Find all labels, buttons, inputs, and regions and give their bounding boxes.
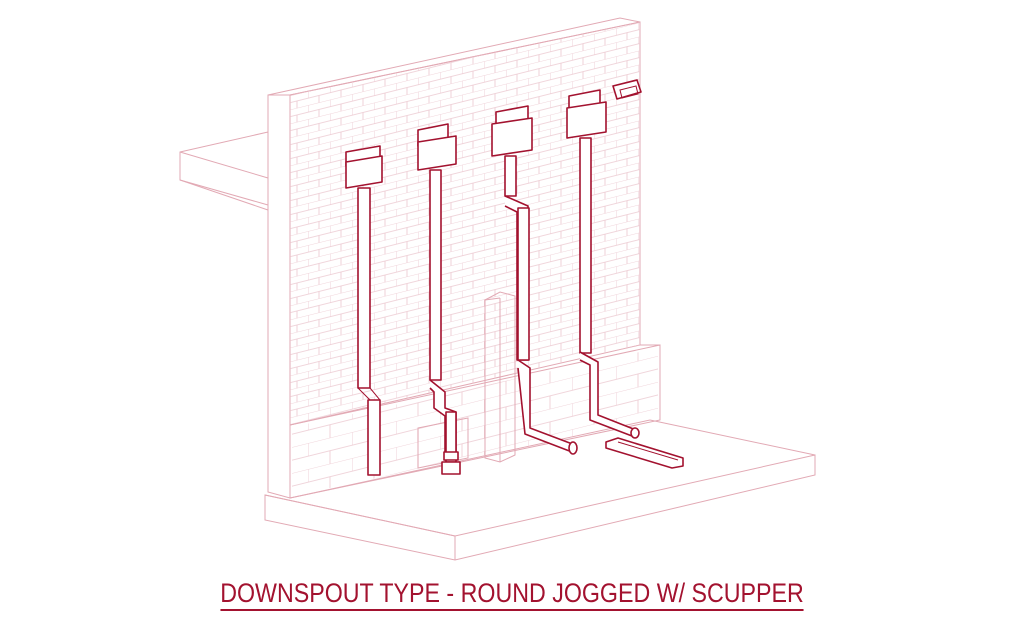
downspout-2 [417, 123, 461, 475]
splash-block [605, 437, 684, 469]
roof-slab [179, 131, 269, 211]
downspout-4 [566, 89, 640, 439]
pilaster [484, 291, 516, 463]
scupper [612, 79, 642, 100]
diagram-title-text: DOWNSPOUT TYPE - ROUND JOGGED W/ SCUPPER [220, 578, 804, 611]
downspout-3 [491, 105, 578, 455]
diagram-title: DOWNSPOUT TYPE - ROUND JOGGED W/ SCUPPER [72, 578, 953, 611]
downspout-1 [345, 145, 383, 476]
